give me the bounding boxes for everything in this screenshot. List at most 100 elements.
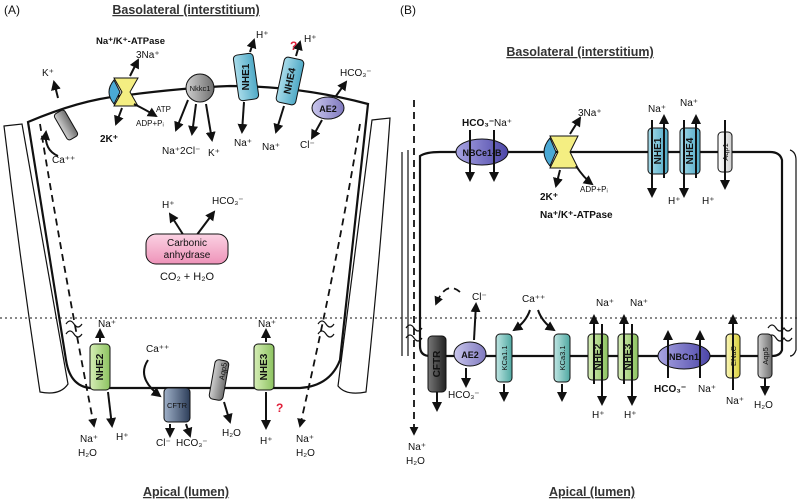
panel-a-na-k-atpase: 3Na⁺ Na⁺/K⁺-ATPase 2K⁺ ATP ADP+Pᵢ (96, 36, 171, 145)
ae2-exchanger-icon (453, 341, 487, 367)
panel-b-kca31: KCa3.1 (553, 333, 571, 402)
panel-a-ae2: AE2 HCO₃⁻ Cl⁻ (300, 68, 372, 151)
panel-a-ca-h-label: H⁺ (162, 200, 175, 211)
panel-a-k-ca-label: Ca⁺⁺ (52, 155, 75, 166)
panel-a-ca-name-line1: Carbonic (167, 238, 207, 249)
panel-a-tag: (A) (4, 3, 20, 17)
panel-a-pump-out-label: 2K⁺ (100, 134, 118, 145)
apical-nhe3-exchanger-icon (253, 343, 275, 391)
panel-b-nhe4-h-label: H⁺ (702, 196, 715, 207)
panel-a-apical-nhe2-h-label: H⁺ (116, 432, 129, 443)
panel-a-apical-nhe3-na-label: Na⁺ (258, 319, 276, 330)
panel-b-para-h2o: H₂O (406, 456, 425, 467)
carbonic-anhydrase-enzyme-icon (145, 233, 229, 265)
panel-b-aqp1: Aqp1 (717, 120, 733, 190)
panel-b-nbcn1-hco3-label: HCO₃⁻ (654, 384, 686, 395)
panel-a-apical-nhe3-name: NHE3 (259, 353, 270, 380)
panel-b-kca31-name: KCa3.1 (558, 345, 567, 370)
panel-a-para-right-na: Na⁺ (296, 434, 314, 445)
panel-a-ca-hco3-label: HCO₃⁻ (212, 196, 244, 207)
panel-a-apical-nhe3: NHE3 Na⁺ ? H⁺ (253, 319, 283, 447)
panel-b-cftr-name: CFTR (432, 350, 443, 377)
panel-a-ca-name-line2: anhydrase (164, 250, 211, 261)
panel-a-nhe1-na-label: Na⁺ (234, 138, 252, 149)
panel-a-nhe4-unknown: ? (290, 39, 297, 53)
panel-a-nhe1-h-label: H⁺ (256, 30, 269, 41)
panel-a-basolateral-title: Basolateral (interstitium) (112, 3, 259, 17)
aqp5-channel-icon (208, 359, 230, 401)
panel-a-cftr-hco3-label: HCO₃⁻ (176, 438, 208, 449)
panel-b-tight-junction-left (405, 324, 423, 342)
panel-a-apical-nhe3-unknown: ? (276, 401, 283, 415)
panel-b-nbce1b-na-label: Na⁺ (494, 118, 512, 129)
panel-a-cftr-name: CFTR (167, 401, 188, 410)
panel-b-ae2-cl-label: Cl⁻ (472, 292, 487, 303)
panel-b-tag: (B) (400, 3, 416, 17)
panel-a-tight-junction-right (317, 320, 335, 338)
panel-a-nhe4-h-label: H⁺ (304, 34, 317, 45)
panel-b-nbcn1-name: NBCn1 (669, 352, 699, 362)
panel-b-pump-out-label: 2K⁺ (540, 192, 558, 203)
panel-b-nhe1: NHE1 Na⁺ H⁺ (647, 104, 681, 207)
panel-b-nbce1b-hco3-label: HCO₃⁻ (462, 118, 494, 129)
panel-b-nhe3-na-label: Na⁺ (630, 298, 648, 309)
panel-a-k-label: K⁺ (42, 68, 54, 79)
panel-b-nhe3: NHE3 Na⁺ H⁺ (617, 298, 648, 421)
panel-a-cftr-ca-label: Ca⁺⁺ (146, 344, 169, 355)
nbcn1-cotransporter-icon (657, 342, 711, 370)
ae2-exchanger-icon (311, 96, 345, 120)
panel-b-nhe4-na-label: Na⁺ (680, 98, 698, 109)
k-channel-icon (53, 109, 79, 141)
panel-b-ca-label: Ca⁺⁺ (522, 294, 545, 305)
atpase-binding-icon (108, 79, 121, 105)
panel-a-para-right-h2o: H₂O (296, 448, 315, 459)
nkkc1-transporter-icon (185, 73, 215, 103)
panel-b-ae2-name: AE2 (461, 350, 479, 360)
panel-b-aqp5-h2o-label: H₂O (754, 400, 773, 411)
panel-a-right-neighbor-cell (337, 117, 391, 394)
panel-a-paracellular-right-path (297, 123, 361, 428)
atpase-binding-icon (543, 137, 557, 167)
panel-b-enac: ENaC Na⁺ (725, 314, 744, 407)
panel-a-apical-nhe2-na-label: Na⁺ (98, 319, 116, 330)
panel-a-nkkc1: Nkkc1 Na⁺2Cl⁻ K⁺ (162, 73, 220, 159)
panel-b-nhe2-na-label: Na⁺ (596, 298, 614, 309)
panel-b-nhe2-h-label: H⁺ (592, 410, 605, 421)
panel-a-atp-label: ATP (156, 105, 171, 114)
panel-a-nkkc1-name: Nkkc1 (190, 84, 211, 93)
panel-b-aqp5-name: Aqp5 (761, 347, 770, 365)
panel-a-aqp5-h2o-label: H₂O (222, 428, 241, 439)
panel-a-apical-nhe3-h-label: H⁺ (260, 436, 273, 447)
kca31-channel-icon (553, 333, 571, 383)
panel-a-para-left-h2o: H₂O (78, 448, 97, 459)
panel-b-para-na: Na⁺ (408, 442, 426, 453)
panel-b-ca-regulation: Ca⁺⁺ (512, 294, 556, 332)
apical-nhe2-exchanger-icon (89, 343, 111, 391)
panel-a-left-neighbor-cell (3, 123, 69, 394)
panel-b-pump-in-label: 3Na⁺ (578, 108, 602, 119)
panel-b-nbcn1: NBCn1 HCO₃⁻ Na⁺ (654, 330, 716, 395)
panel-b-nhe2-name: NHE2 (593, 343, 604, 370)
panel-b-na-k-atpase: 3Na⁺ 2K⁺ ADP+Pᵢ Na⁺/K⁺-ATPase (540, 108, 613, 221)
panel-b-left-edge (401, 150, 409, 356)
panel-a-ae2-hco3-label: HCO₃⁻ (340, 68, 372, 79)
panel-a-cftr-cl-label: Cl⁻ (156, 438, 171, 449)
panel-b-ae2-hco3-label: HCO₃⁻ (448, 390, 480, 401)
kca11-channel-icon (495, 333, 513, 383)
panel-b-basolateral-title: Basolateral (interstitium) (506, 45, 653, 59)
panel-a-carbonic-anhydrase: H⁺ HCO₃⁻ Carbonic anhydrase CO₂ + H₂O (145, 196, 244, 283)
panel-a-aqp5: Aqp5 H₂O (208, 359, 241, 439)
panel-b-nhe4-name: NHE4 (685, 137, 696, 164)
panel-b-cftr: CFTR (427, 287, 461, 412)
panel-b-tight-junction-right (767, 324, 793, 342)
panel-b-kca11-name: KCa1.1 (500, 345, 509, 370)
panel-a-para-left-na: Na⁺ (80, 434, 98, 445)
panel-b-nhe1-h-label: H⁺ (668, 196, 681, 207)
panel-b-nbce1b: NBCe1-B HCO₃⁻ Na⁺ (455, 118, 512, 182)
panel-a-pump-name: Na⁺/K⁺-ATPase (96, 36, 165, 47)
panel-a-nkkc-k-label: K⁺ (208, 148, 220, 159)
panel-b-nbcn1-na-label: Na⁺ (698, 384, 716, 395)
panel-b-kca11: KCa1.1 (495, 333, 513, 402)
panel-b-cell-membrane (418, 150, 784, 358)
